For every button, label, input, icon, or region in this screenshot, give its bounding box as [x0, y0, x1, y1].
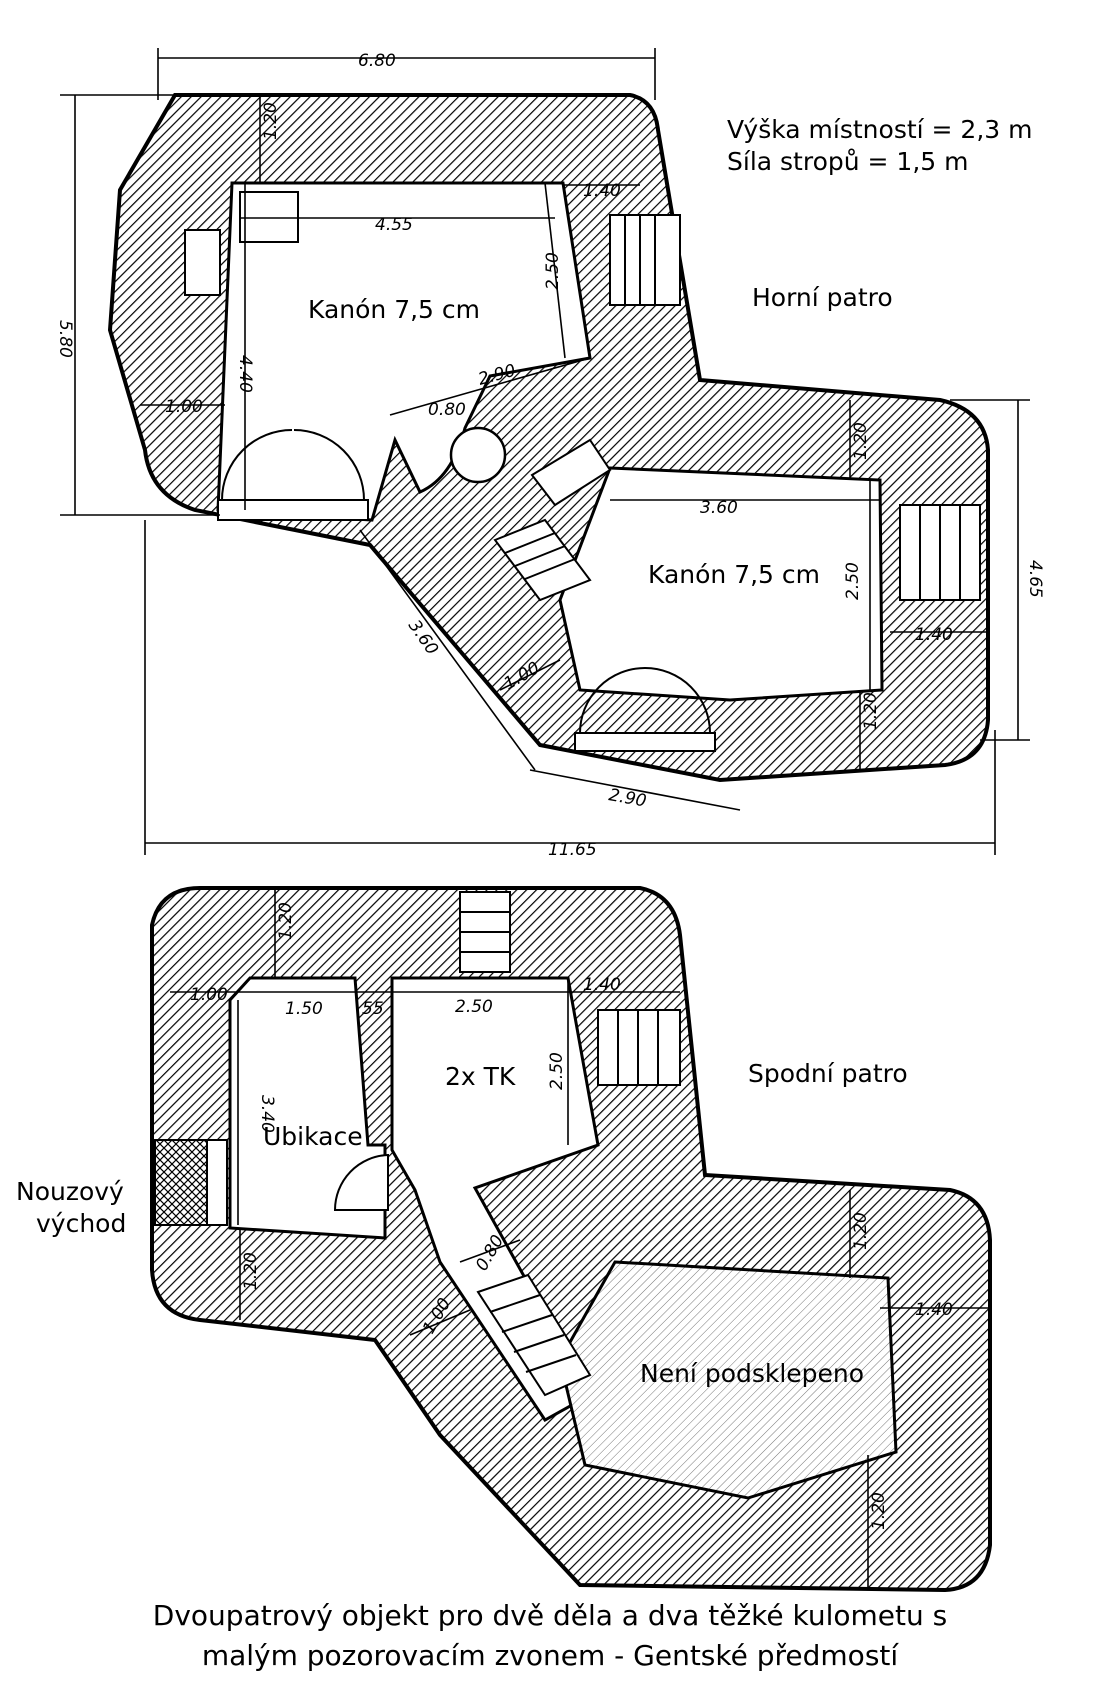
lower-dim-wall-left: 1.00 [190, 985, 228, 1005]
lower-dim-quarters-width: 1.50 [285, 999, 323, 1019]
note-room-height: Výška místností = 2,3 m [727, 115, 1033, 144]
upper-floor: 6.80 5.80 4.65 11.65 4.55 4.40 2.50 1.20… [55, 48, 1045, 860]
lower-mg-room [390, 976, 600, 1422]
upper-box-right [530, 438, 612, 507]
observation-bell [449, 426, 507, 484]
dim-wall-top: 1.20 [261, 102, 281, 140]
emergency-exit-block [154, 1139, 208, 1226]
lower-floor: 1.20 1.00 1.50 55 2.50 1.40 2.50 3.40 1.… [16, 886, 992, 1593]
lower-dim-partition: 55 [362, 999, 384, 1019]
lower-dim-wall-bottom-left: 1.20 [241, 1252, 261, 1290]
exit-label-line1: Nouzový [16, 1177, 124, 1206]
upper-embrasure-steps-top [609, 214, 681, 306]
emergency-exit-frame [206, 1139, 228, 1226]
upper-right-gun-room [558, 466, 884, 702]
note-ceiling-thickness: Síla stropů = 1,5 m [727, 147, 969, 176]
dim-bottom-width: 2.90 [607, 785, 648, 811]
lower-dimension-lines [170, 888, 990, 1590]
lower-dim-wall-right: 1.20 [851, 1212, 871, 1250]
lower-door [333, 1153, 389, 1211]
upper-floor-label: Horní patro [752, 283, 893, 312]
lower-embrasure-right [597, 1009, 681, 1086]
upper-dimension-lines [60, 48, 1030, 855]
upper-left-gun-room [216, 181, 592, 522]
lower-dim-mg-width: 2.50 [455, 997, 493, 1017]
lower-dim-embrasure-right: 1.40 [915, 1300, 953, 1320]
dim-bell: 0.80 [428, 400, 466, 420]
dim-wall-right-top: 1.20 [851, 422, 871, 460]
lower-dim-embrasure: 1.40 [583, 975, 621, 995]
lower-dim-wall-top: 1.20 [276, 902, 296, 940]
upper-door-left [217, 429, 369, 521]
caption-line2: malým pozorovacím zvonem - Gentské předm… [202, 1639, 900, 1672]
lower-floor-label: Spodní patro [748, 1059, 908, 1088]
dim-inner-height-left: 4.40 [235, 355, 255, 393]
lower-dim-quarters-height: 3.40 [257, 1095, 277, 1133]
lower-dim-wall-bottom-right: 1.20 [869, 1492, 889, 1530]
dim-left-height: 5.80 [55, 320, 75, 358]
caption-line1: Dvoupatrový objekt pro dvě děla a dva tě… [153, 1599, 947, 1632]
lower-embrasure-top [459, 891, 511, 973]
dim-right-inner-height: 2.50 [843, 562, 863, 600]
upper-door-right [574, 667, 716, 752]
lower-room-quarters-label: Ubikace [263, 1122, 363, 1151]
upper-room-right-label: Kanón 7,5 cm [648, 560, 820, 589]
dim-right-inner-width: 3.60 [700, 498, 738, 518]
dim-inner-height-mid: 2.50 [543, 252, 563, 290]
lower-dim-mg-height: 2.50 [547, 1052, 567, 1090]
exit-label-line2: východ [36, 1209, 126, 1238]
upper-room-left-label: Kanón 7,5 cm [308, 295, 480, 324]
lower-stairs [476, 1273, 592, 1397]
upper-box-left [184, 229, 221, 296]
unexcavated-label: Není podsklepeno [640, 1359, 864, 1388]
upper-stairs [493, 518, 592, 602]
upper-embrasure-steps-right [899, 504, 981, 601]
lower-room-mg-label: 2x TK [445, 1062, 516, 1091]
dim-embrasure-top: 1.40 [583, 181, 621, 201]
upper-box-top [239, 191, 299, 243]
dim-inner-width: 4.55 [375, 215, 413, 235]
dim-wall-right-bottom: 1.20 [861, 692, 881, 730]
dim-wall-left: 1.00 [165, 397, 203, 417]
dim-top-width: 6.80 [358, 51, 396, 71]
dim-embrasure-right: 1.40 [915, 625, 953, 645]
dim-total-width: 11.65 [548, 840, 597, 860]
dim-right-height: 4.65 [1025, 560, 1045, 598]
